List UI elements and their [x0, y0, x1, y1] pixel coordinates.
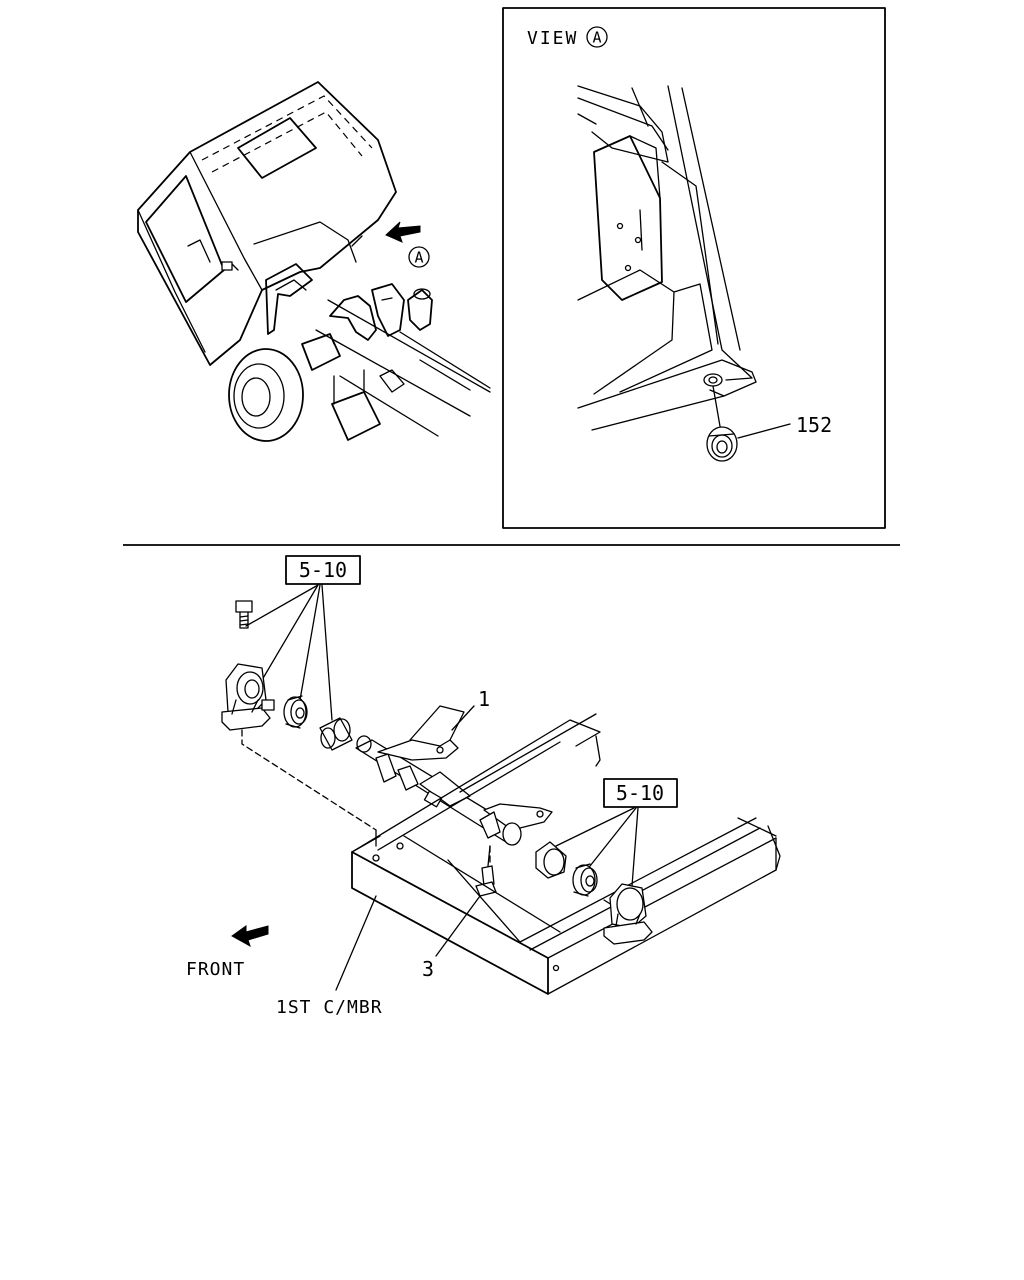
bearing-bracket-right: [603, 883, 653, 945]
grommet-part-152: [706, 426, 738, 462]
view-a-marker-circle: [586, 26, 608, 48]
grease-nipple-part-3: [475, 845, 497, 897]
rubber-bushing-left: [283, 695, 308, 729]
collar-left: [319, 717, 353, 751]
cab-overview-illustration: A: [137, 81, 491, 442]
exploded-assembly: 5-10: [186, 555, 781, 1018]
rubber-bushing-right: [572, 863, 598, 897]
bearing-bracket-left: [221, 663, 275, 731]
ref-label-left: 5-10: [299, 558, 347, 582]
callout-3: 3: [422, 957, 434, 981]
cab-body: [137, 81, 397, 366]
cab-rear-window: [237, 117, 317, 179]
front-arrow-icon: [231, 925, 269, 948]
leader-line-152: [737, 423, 791, 439]
chassis-frame: [351, 713, 781, 995]
ref-label-right: 5-10: [616, 781, 664, 805]
cab-mounting-bracket-part-1: [355, 705, 553, 846]
ref-box-left: [285, 555, 361, 585]
collar-right: [535, 841, 567, 879]
bolt: [235, 600, 253, 629]
view-a-marker: A: [592, 29, 601, 47]
view-a-frame: [502, 7, 886, 529]
leader-line-1: [451, 705, 475, 731]
view-a-title: VIEW: [527, 28, 578, 49]
cab-view-marker: A: [414, 249, 423, 267]
ref-box-right: [603, 778, 678, 808]
front-wheel: [228, 348, 304, 442]
leader-line-3: [435, 895, 481, 957]
crossmember-label: 1ST C/MBR: [276, 997, 383, 1018]
view-direction-arrow-icon: [385, 221, 421, 243]
leader-line-crossmember: [335, 895, 377, 991]
callout-152: 152: [796, 413, 832, 437]
front-label: FRONT: [186, 959, 245, 980]
first-crossmember: [351, 851, 549, 995]
callout-1: 1: [478, 687, 490, 711]
view-marker-circle: [408, 246, 430, 268]
view-a-panel: VIEW A 152: [502, 7, 886, 529]
